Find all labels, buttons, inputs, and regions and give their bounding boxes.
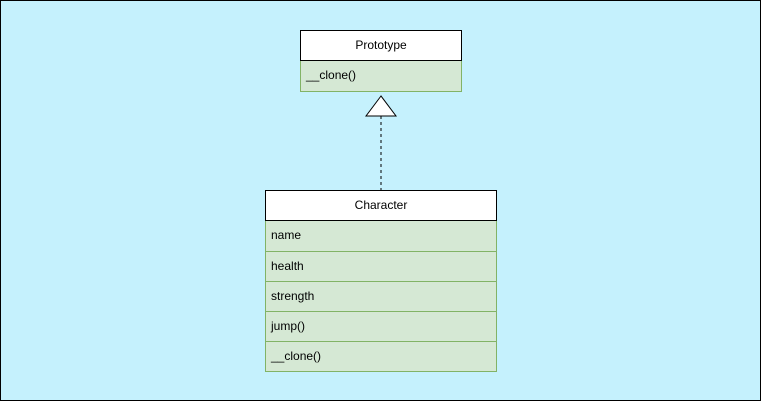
class-prototype-members: __clone() — [300, 61, 462, 92]
member-name-attribute: name — [266, 221, 496, 251]
class-character[interactable]: Character name health strength jump() __… — [265, 190, 497, 372]
member-clone-method: __clone() — [266, 341, 496, 371]
member-jump-method: jump() — [266, 311, 496, 341]
class-prototype-title: Prototype — [301, 31, 461, 61]
member-health-attribute: health — [266, 251, 496, 281]
class-character-members: name health strength jump() __clone() — [265, 221, 497, 372]
class-character-title: Character — [266, 191, 496, 221]
hollow-triangle-arrowhead — [365, 95, 397, 117]
class-prototype[interactable]: Prototype __clone() — [300, 30, 462, 92]
member-clone-method: __clone() — [301, 61, 461, 91]
member-strength-attribute: strength — [266, 281, 496, 311]
